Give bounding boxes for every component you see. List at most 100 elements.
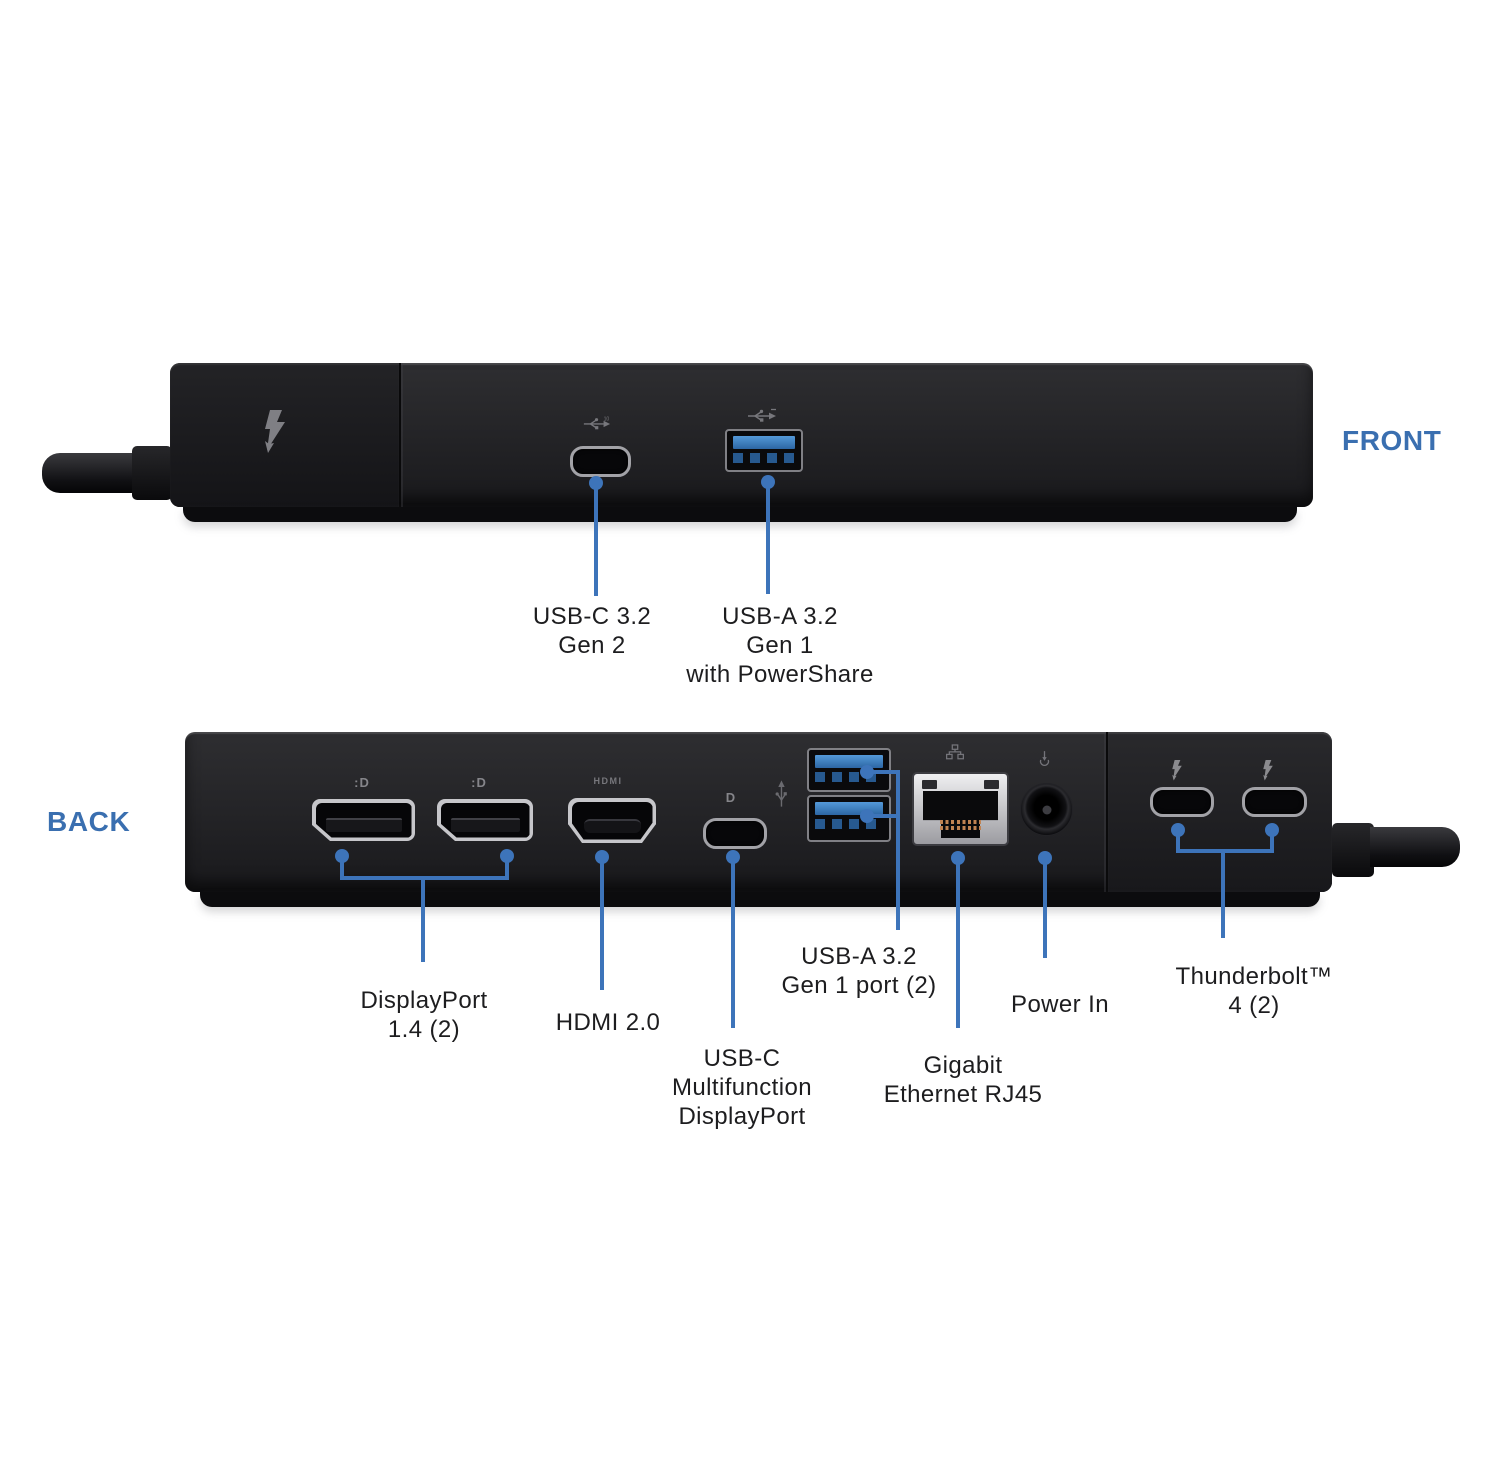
displayport-icon: :D bbox=[471, 775, 487, 790]
callout-label-line: 4 (2) bbox=[1228, 992, 1280, 1019]
front-usb-a-port bbox=[725, 429, 803, 472]
ethernet-network-icon bbox=[946, 744, 964, 760]
ethernet-rj45-port bbox=[912, 772, 1009, 846]
svg-text:10: 10 bbox=[604, 417, 610, 423]
callout-line-usb-a-front bbox=[766, 488, 770, 594]
callout-label-line: Thunderbolt™ bbox=[1175, 963, 1333, 990]
front-dock-base bbox=[183, 507, 1297, 522]
rj45-pins bbox=[940, 826, 981, 830]
callout-line bbox=[896, 770, 900, 930]
callout-bracket bbox=[1176, 849, 1274, 853]
hdmi-tongue bbox=[584, 819, 641, 833]
front-dock-cable-module bbox=[170, 363, 401, 507]
callout-label-line: Gen 1 bbox=[746, 632, 814, 659]
callout-label-front-usb-a: USB-A 3.2 Gen 1 with PowerShare bbox=[644, 602, 916, 689]
usb-a-tongue bbox=[733, 436, 795, 449]
callout-label-line: Gen 2 bbox=[558, 632, 626, 659]
callout-label-front-usb-c: USB-C 3.2 Gen 2 bbox=[492, 602, 692, 660]
front-cable bbox=[42, 453, 146, 493]
usb-a-tongue bbox=[815, 755, 883, 768]
usb-a-pins bbox=[815, 772, 883, 782]
thunderbolt-icon bbox=[1172, 760, 1182, 781]
hdmi-icon: HDMI bbox=[593, 776, 623, 786]
callout-label-line: Power In bbox=[1011, 991, 1109, 1018]
power-center-pin bbox=[1042, 805, 1051, 814]
thunderbolt-logo-icon bbox=[265, 410, 285, 453]
callout-line bbox=[956, 862, 960, 1028]
callout-line bbox=[870, 770, 900, 774]
callout-dot-hdmi bbox=[595, 850, 609, 864]
power-in-icon bbox=[1039, 751, 1050, 767]
rj45-opening bbox=[923, 791, 998, 838]
back-view-label: BACK bbox=[47, 806, 131, 837]
thunderbolt-4-port-1 bbox=[1150, 787, 1214, 817]
callout-dot-displayport-1 bbox=[335, 849, 349, 863]
callout-label-hdmi: HDMI 2.0 bbox=[508, 1008, 708, 1037]
callout-dot-usb-a-front bbox=[761, 475, 775, 489]
callout-dot-displayport-2 bbox=[500, 849, 514, 863]
callout-dot-thunderbolt-1 bbox=[1171, 823, 1185, 837]
front-cable-connector bbox=[132, 446, 172, 500]
usb-superspeed-powershare-icon bbox=[748, 408, 776, 422]
usb-a-pins bbox=[733, 453, 795, 463]
callout-line bbox=[1270, 832, 1274, 853]
hdmi-port bbox=[568, 798, 656, 843]
callout-line bbox=[870, 814, 900, 818]
callout-label-power: Power In bbox=[960, 990, 1160, 1019]
callout-label-displayport: DisplayPort 1.4 (2) bbox=[324, 986, 524, 1044]
callout-line-usb-c-front bbox=[594, 489, 598, 596]
back-usb-c-port bbox=[703, 818, 767, 849]
callout-label-usb-c-back: USB-C Multifunction DisplayPort bbox=[642, 1044, 842, 1131]
callout-line bbox=[505, 858, 509, 880]
callout-label-usb-a-back: USB-A 3.2 Gen 1 port (2) bbox=[759, 942, 959, 1000]
callout-dot-usb-c-front bbox=[589, 476, 603, 490]
callout-label-ethernet: Gigabit Ethernet RJ45 bbox=[863, 1051, 1063, 1109]
callout-label-thunderbolt: Thunderbolt™ 4 (2) bbox=[1154, 962, 1354, 1020]
callout-dot-usb-a-top bbox=[860, 765, 874, 779]
callout-label-line: HDMI 2.0 bbox=[555, 1009, 661, 1036]
front-dock bbox=[170, 363, 1313, 507]
usb-superspeed-10-icon: 10 bbox=[583, 417, 611, 430]
callout-label-line: DisplayPort bbox=[678, 1103, 806, 1130]
back-cable-connector bbox=[1332, 823, 1374, 877]
callout-line bbox=[340, 858, 344, 880]
callout-dot-power bbox=[1038, 851, 1052, 865]
callout-label-line: 1.4 (2) bbox=[387, 1016, 461, 1043]
callout-dot-ethernet bbox=[951, 851, 965, 865]
callout-label-line: Ethernet RJ45 bbox=[883, 1081, 1043, 1108]
callout-dot-thunderbolt-2 bbox=[1265, 823, 1279, 837]
front-usb-c-port bbox=[570, 446, 631, 477]
callout-line bbox=[1221, 849, 1225, 938]
dp-alt-mode-icon: D bbox=[725, 790, 737, 805]
callout-dot-usb-c-back bbox=[726, 850, 740, 864]
callout-label-line: Multifunction bbox=[672, 1074, 812, 1101]
back-dock-base bbox=[200, 892, 1320, 907]
rj45-pins bbox=[940, 820, 981, 824]
displayport-tongue bbox=[326, 818, 402, 832]
callout-line bbox=[421, 876, 425, 962]
callout-line bbox=[731, 861, 735, 1028]
callout-line bbox=[1043, 862, 1047, 958]
back-usb-a-port-bottom bbox=[807, 795, 891, 842]
usb-a-pins bbox=[815, 819, 883, 829]
displayport-port-2 bbox=[437, 799, 533, 841]
back-cable bbox=[1370, 827, 1460, 867]
callout-label-line: Gen 1 port (2) bbox=[781, 972, 937, 999]
front-view-label: FRONT bbox=[1342, 425, 1442, 456]
callout-label-line: USB-C bbox=[703, 1045, 781, 1072]
callout-label-line: USB-A 3.2 bbox=[801, 943, 917, 970]
callout-label-line: with PowerShare bbox=[686, 661, 874, 688]
callout-line bbox=[1176, 832, 1180, 853]
callout-dot-usb-a-bottom bbox=[860, 809, 874, 823]
callout-label-line: Gigabit bbox=[923, 1052, 1003, 1079]
usb-superspeed-icon bbox=[775, 780, 787, 807]
hdmi-opening bbox=[572, 802, 653, 840]
thunderbolt-4-port-2 bbox=[1242, 787, 1307, 817]
displayport-opening bbox=[316, 803, 412, 838]
callout-line bbox=[600, 861, 604, 990]
thunderbolt-icon bbox=[1263, 760, 1273, 781]
displayport-port-1 bbox=[312, 799, 415, 841]
callout-label-line: DisplayPort bbox=[360, 987, 488, 1014]
callout-label-line: USB-C 3.2 bbox=[532, 603, 652, 630]
